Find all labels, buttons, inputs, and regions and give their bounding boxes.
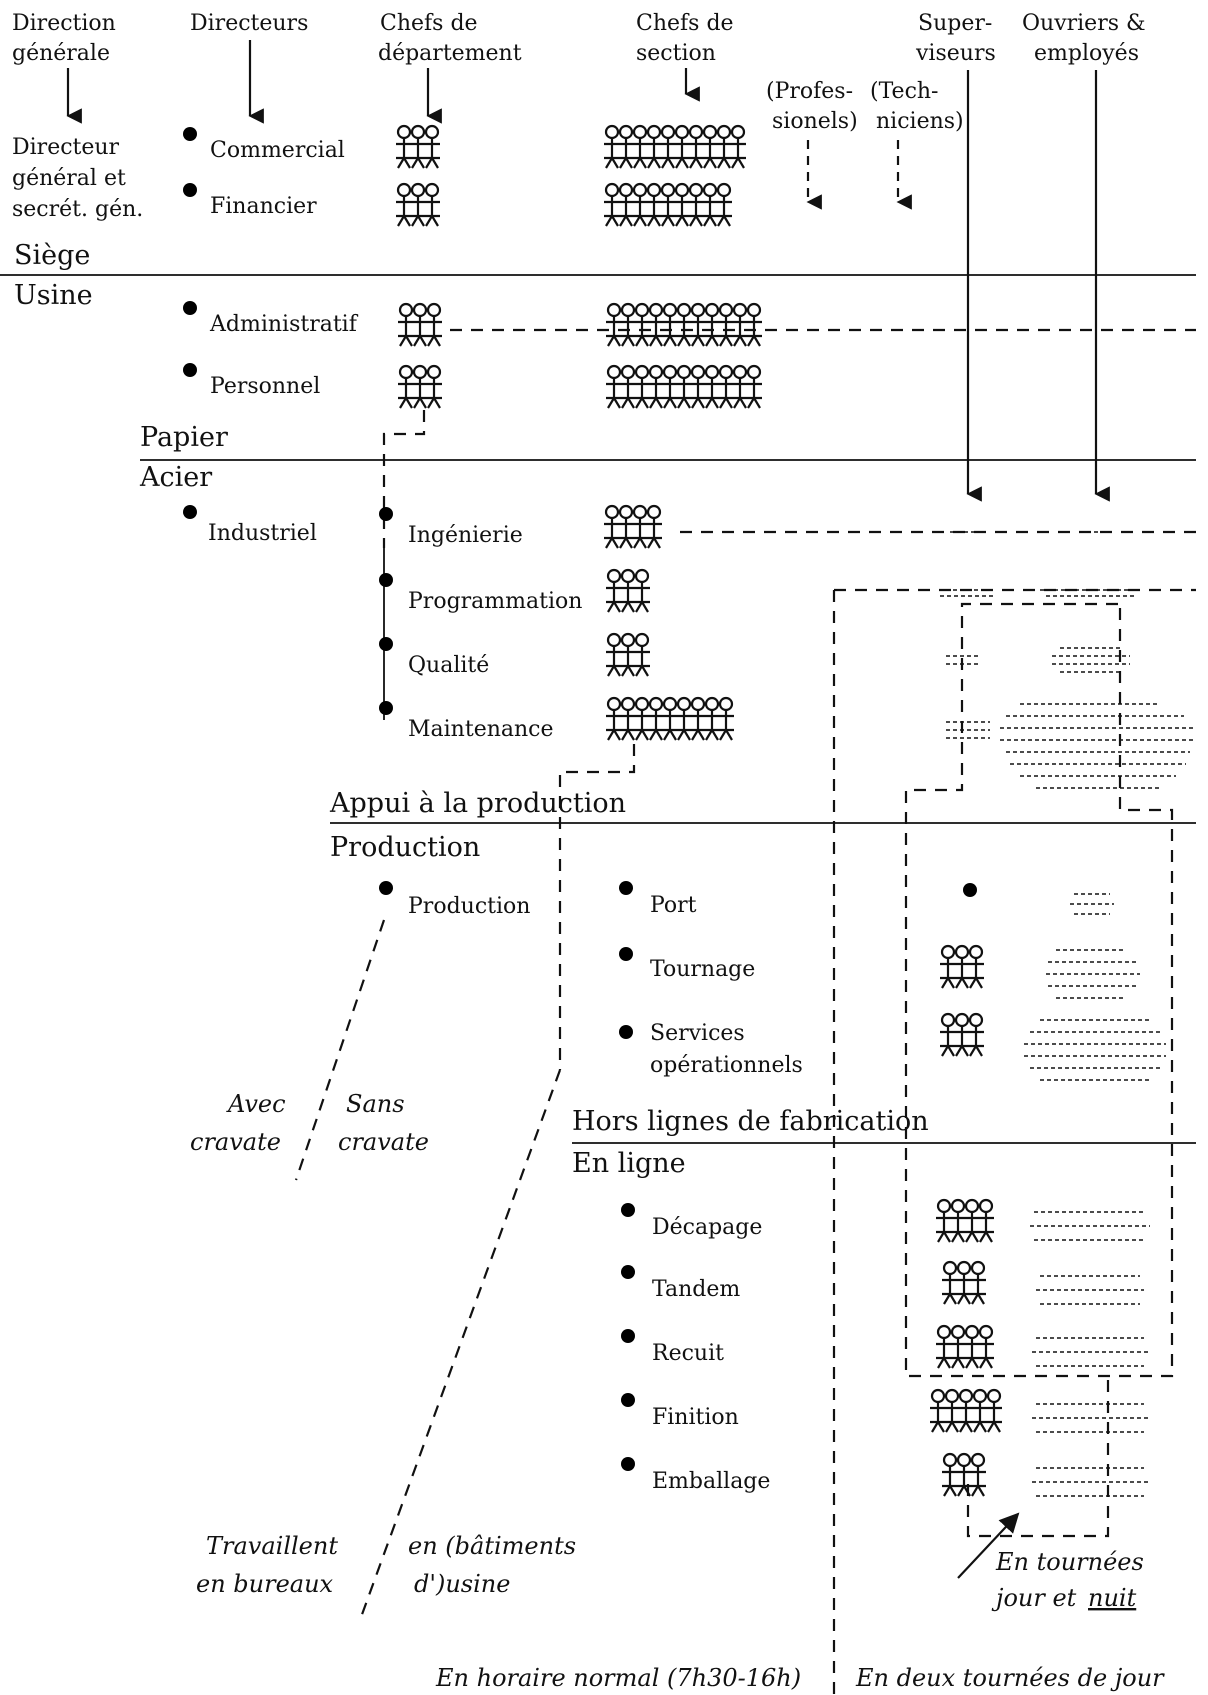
crowd-supervisor-decapage — [936, 1198, 994, 1243]
section-decapage: Décapage — [652, 1215, 762, 1240]
crowd-supervisor-recuit — [936, 1324, 994, 1369]
col-chefs-departement: Chefs de département — [378, 11, 522, 66]
director-industriel: Industriel — [208, 521, 317, 546]
crowd-section-administratif — [606, 302, 762, 347]
section-tournage: Tournage — [650, 957, 755, 982]
section-port: Port — [650, 893, 697, 918]
dept-qualite-icon — [377, 637, 395, 678]
note-travaillent-bureaux: Travaillent en bureaux — [196, 1532, 346, 1598]
director-personnel-icon — [181, 363, 199, 404]
director-administratif: Administratif — [209, 312, 359, 337]
dept-production-icon — [377, 881, 395, 922]
supervisor-port-icon — [961, 883, 979, 924]
section-recuit: Recuit — [652, 1341, 724, 1366]
col-chefs-section: Chefs de section — [636, 11, 741, 66]
section-tandem: Tandem — [652, 1277, 740, 1302]
section-tournage-icon — [617, 947, 635, 988]
director-personnel: Personnel — [210, 374, 320, 399]
note-en-usine: en (bâtiments d')usine — [408, 1532, 584, 1598]
col-professionels: (Profes- sionels) — [766, 79, 860, 134]
crowd-dept-financier — [396, 182, 440, 227]
level-en-ligne: En ligne — [572, 1148, 686, 1179]
note-tournees-nuit: nuit — [1088, 1584, 1137, 1612]
level-production: Production — [330, 832, 480, 863]
level-papier: Papier — [140, 422, 228, 453]
level-acier: Acier — [139, 462, 212, 493]
workers-appui — [940, 531, 1196, 789]
workers-production — [1024, 893, 1166, 1081]
crowd-dept-administratif — [398, 302, 442, 347]
col-superviseurs: Super- viseurs — [915, 11, 999, 66]
section-services: Services opérationnels — [650, 1021, 803, 1078]
dashed-tournees-nuit — [966, 1380, 1110, 1538]
section-recuit-icon — [619, 1329, 637, 1370]
arrow-tournees — [957, 1512, 1020, 1579]
dept-ingenierie-icon — [377, 507, 395, 548]
dept-maintenance-icon — [377, 701, 395, 742]
dg-label: Directeur général et secrét. gén. — [12, 135, 143, 222]
level-appui: Appui à la production — [329, 788, 626, 819]
director-administratif-icon — [181, 301, 199, 342]
crowd-supervisor-tandem — [942, 1260, 986, 1305]
dashed-maintenance-link — [558, 744, 636, 1070]
director-commercial-icon — [181, 127, 199, 168]
dashed-bureaux-divider — [358, 1069, 562, 1621]
note-horaire-normal: En horaire normal (7h30-16h) — [435, 1664, 801, 1692]
crowd-supervisor-services — [940, 1012, 984, 1057]
section-emballage: Emballage — [652, 1469, 770, 1494]
note-tournees: En tournées jour et — [991, 1548, 1151, 1612]
dept-programmation: Programmation — [408, 589, 582, 614]
dept-ingenierie: Ingénierie — [408, 523, 523, 548]
dept-maintenance: Maintenance — [408, 717, 554, 742]
crowd-supervisor-emballage — [942, 1452, 986, 1497]
col-techniciens: (Tech- niciens) — [870, 79, 964, 134]
dept-production: Production — [408, 894, 530, 919]
note-sans-cravate: Sans cravate — [338, 1090, 429, 1156]
note-avec-cravate: Avec cravate — [190, 1090, 293, 1156]
crowd-section-personnel — [606, 364, 762, 409]
director-financier: Financier — [210, 194, 317, 219]
col-direction-generale: Direction générale — [12, 11, 123, 66]
level-hors-lignes: Hors lignes de fabrication — [572, 1106, 929, 1137]
dept-programmation-icon — [377, 573, 395, 614]
section-port-icon — [617, 881, 635, 922]
level-usine: Usine — [14, 280, 93, 311]
note-deux-tournees: En deux tournées de jour — [855, 1664, 1165, 1692]
section-decapage-icon — [619, 1203, 637, 1244]
crowd-section-commercial — [604, 124, 746, 169]
crowd-section-qualite — [606, 632, 650, 677]
director-commercial: Commercial — [210, 138, 345, 163]
crowd-supervisor-tournage — [940, 944, 984, 989]
crowd-section-maintenance — [606, 696, 734, 741]
section-emballage-icon — [619, 1457, 637, 1498]
crowd-section-programmation — [606, 568, 650, 613]
dept-qualite: Qualité — [408, 653, 489, 678]
dashed-papier-link — [382, 410, 426, 548]
workers-en-ligne — [1030, 1211, 1150, 1497]
section-finition: Finition — [652, 1405, 739, 1430]
crowd-supervisor-finition — [930, 1388, 1002, 1433]
crowd-section-financier — [604, 182, 732, 227]
crowd-dept-personnel — [398, 364, 442, 409]
section-services-icon — [617, 1025, 635, 1066]
col-directeurs: Directeurs — [190, 11, 308, 36]
director-financier-icon — [181, 183, 199, 224]
director-industriel-icon — [181, 505, 199, 546]
col-ouvriers: Ouvriers & employés — [1022, 11, 1153, 66]
section-tandem-icon — [619, 1265, 637, 1306]
dashed-cravate-divider — [294, 919, 386, 1181]
level-siege: Siège — [14, 240, 90, 271]
crowd-section-ingenierie — [604, 504, 662, 549]
section-finition-icon — [619, 1393, 637, 1434]
dashed-tournees-box — [904, 602, 1174, 1378]
crowd-dept-commercial — [396, 124, 440, 169]
